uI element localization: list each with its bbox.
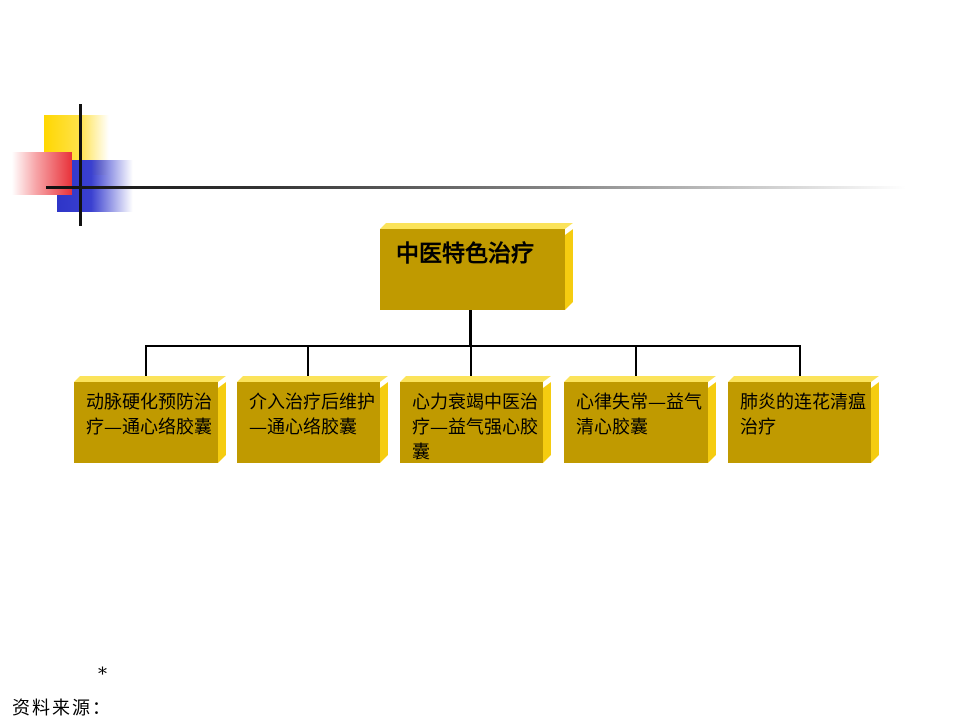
- root-node-top-bevel: [380, 223, 573, 229]
- connector-child-4: [635, 345, 637, 378]
- child-node-face: [400, 382, 543, 463]
- child-node-face: [564, 382, 708, 463]
- child-node-4: 心律失常—益气清心胶囊: [564, 382, 716, 463]
- connector-child-3: [470, 345, 472, 378]
- connector-horizontal-bus: [145, 345, 801, 347]
- connector-child-2: [307, 345, 309, 378]
- root-node-side-bevel: [565, 229, 573, 310]
- child-node-side-bevel: [543, 382, 551, 463]
- child-node-face: [237, 382, 380, 463]
- child-node-side-bevel: [218, 382, 226, 463]
- child-node-label: 心律失常—益气清心胶囊: [576, 392, 702, 438]
- decor-vertical-line: [79, 104, 82, 226]
- connector-child-5: [799, 345, 801, 378]
- child-node-1: 动脉硬化预防治疗—通心络胶囊: [74, 382, 226, 463]
- child-node-2: 介入治疗后维护—通心络胶囊: [237, 382, 388, 463]
- child-node-top-bevel: [728, 376, 879, 382]
- child-node-label: 介入治疗后维护—通心络胶囊: [249, 392, 375, 438]
- child-node-label: 肺炎的连花清瘟治疗: [740, 392, 866, 438]
- child-node-top-bevel: [564, 376, 716, 382]
- connector-root-stem: [469, 310, 472, 347]
- child-node-5: 肺炎的连花清瘟治疗: [728, 382, 879, 463]
- child-node-top-bevel: [237, 376, 388, 382]
- child-node-label: 心力衰竭中医治疗—益气强心胶囊: [412, 392, 538, 463]
- child-node-face: [74, 382, 218, 463]
- child-node-top-bevel: [400, 376, 551, 382]
- child-node-face: [728, 382, 871, 463]
- root-node-face: [380, 229, 565, 310]
- child-node-label: 动脉硬化预防治疗—通心络胶囊: [86, 392, 212, 438]
- footer-source-label: 资料来源：: [12, 698, 112, 719]
- root-node-label: 中医特色治疗: [396, 241, 534, 267]
- root-node: 中医特色治疗: [380, 229, 573, 310]
- connector-child-1: [145, 345, 147, 378]
- child-node-side-bevel: [871, 382, 879, 463]
- child-node-3: 心力衰竭中医治疗—益气强心胶囊: [400, 382, 551, 463]
- child-node-top-bevel: [74, 376, 226, 382]
- child-node-side-bevel: [708, 382, 716, 463]
- footer-star: *: [98, 664, 107, 685]
- decor-horizontal-rule: [46, 186, 906, 189]
- child-node-side-bevel: [380, 382, 388, 463]
